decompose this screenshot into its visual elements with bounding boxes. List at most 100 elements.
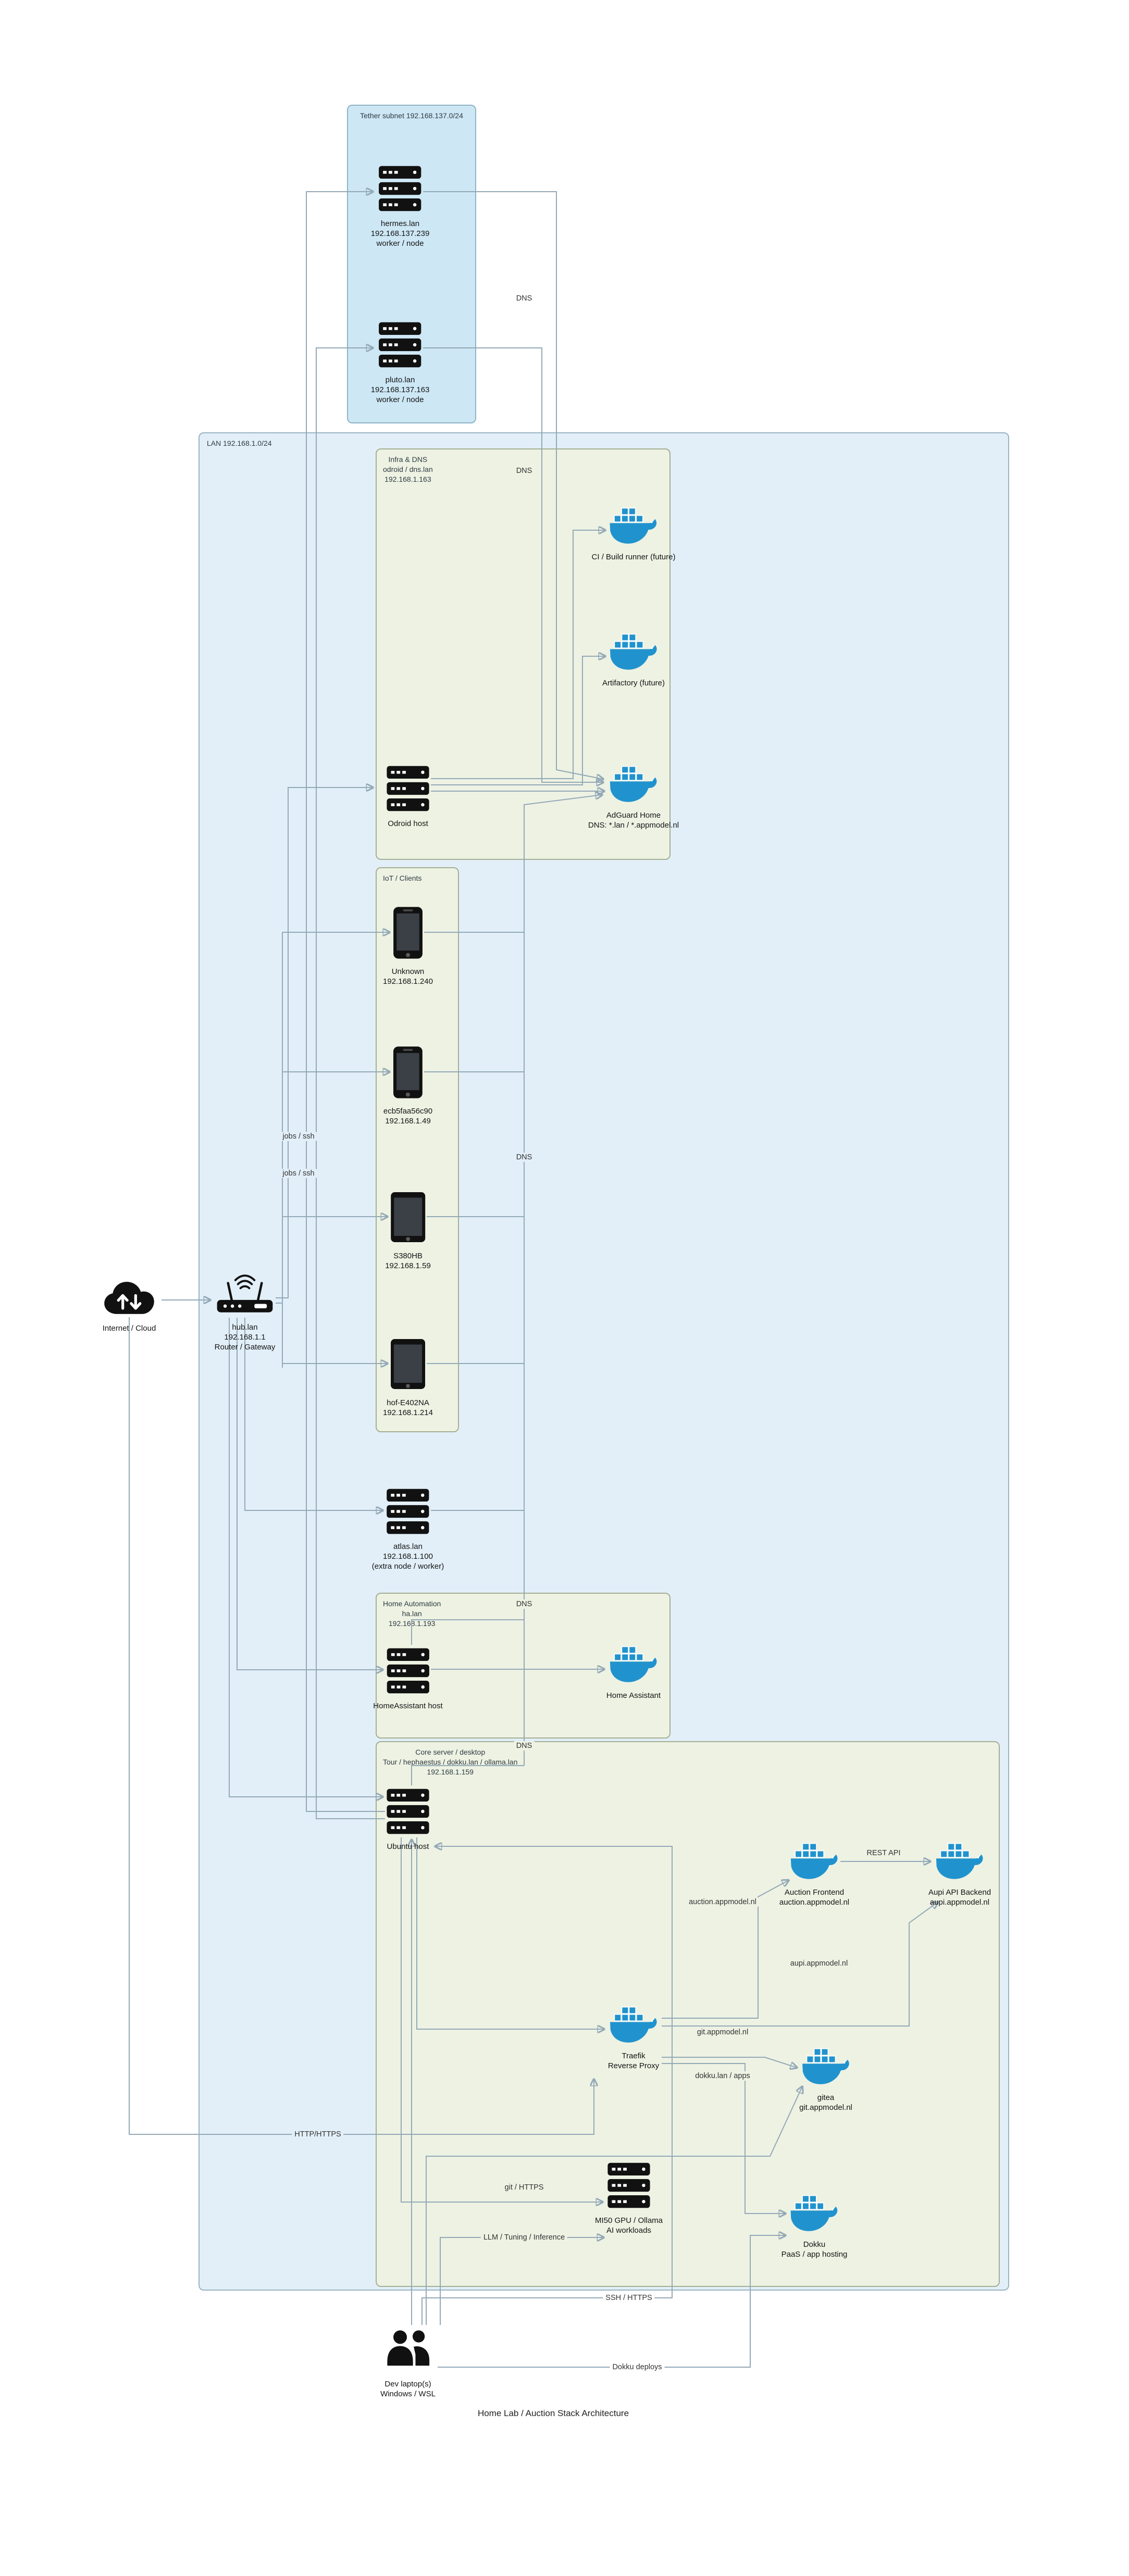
- docker-whale-icon: [800, 2047, 852, 2086]
- edge-label-dns-ha: DNS: [513, 1599, 535, 1609]
- cluster-label-line: 192.168.1.193: [388, 1619, 436, 1628]
- edge-label-git-domain: git.appmodel.nl: [694, 2028, 751, 2037]
- docker-whale-icon: [607, 765, 660, 804]
- cloud-icon: [100, 1279, 158, 1317]
- edge-label-rest-api: REST API: [864, 1848, 903, 1858]
- cluster-core-label: Core server / desktop Tour / hephaestus …: [383, 1747, 517, 1777]
- cluster-core-server: Core server / desktop Tour / hephaestus …: [376, 1741, 1000, 2287]
- edge-label-auction-domain: auction.appmodel.nl: [686, 1897, 759, 1907]
- node-label: Odroid host: [388, 819, 428, 828]
- tablet-icon: [389, 1190, 427, 1245]
- docker-whale-icon: [934, 1842, 986, 1881]
- node-label: HomeAssistant host: [373, 1702, 443, 1710]
- cluster-homeauto-label: Home Automation ha.lan 192.168.1.193: [383, 1599, 441, 1629]
- server-icon: [385, 1487, 431, 1535]
- server-icon: [606, 2161, 652, 2209]
- node-internet: Internet / Cloud: [100, 1279, 158, 1333]
- users-icon: [381, 2327, 435, 2373]
- edge-label-dns-core: DNS: [513, 1741, 535, 1750]
- edge-label-http-https: HTTP/HTTPS: [292, 2130, 344, 2139]
- cluster-label-line: 192.168.1.163: [384, 475, 431, 483]
- server-icon: [385, 765, 431, 812]
- phone-icon: [392, 905, 424, 960]
- node-ci-runner: CI / Build runner (future): [592, 506, 675, 562]
- cluster-label-line: Tour / hephaestus / dokku.lan / ollama.l…: [383, 1758, 518, 1766]
- edge-label-dns-tether: DNS: [513, 294, 535, 303]
- edge-label-dokku-apps: dokku.lan / apps: [692, 2071, 753, 2081]
- cluster-infra-label: Infra & DNS odroid / dns.lan 192.168.1.1…: [383, 455, 433, 484]
- node-odroid-host: Odroid host: [385, 765, 431, 829]
- cluster-label-line: IoT / Clients: [383, 874, 422, 882]
- diagram-title: Home Lab / Auction Stack Architecture: [477, 2408, 629, 2418]
- server-icon: [377, 165, 423, 212]
- server-icon: [385, 1787, 431, 1835]
- node-artifactory: Artifactory (future): [602, 632, 665, 688]
- cluster-iot-label: IoT / Clients: [383, 873, 421, 883]
- docker-whale-icon: [607, 1645, 660, 1684]
- node-homeassistant-host: HomeAssistant host: [373, 1647, 443, 1711]
- cluster-label-line: 192.168.1.159: [427, 1768, 474, 1776]
- cluster-tether-label: Tether subnet 192.168.137.0/24: [360, 111, 463, 120]
- node-label: Internet / Cloud: [102, 1324, 156, 1333]
- cluster-label-line: Core server / desktop: [415, 1748, 486, 1756]
- edge-label-dokku-deploys: Dokku deploys: [610, 2362, 665, 2372]
- node-dev-laptops: Dev laptop(s)Windows / WSL: [380, 2327, 436, 2399]
- edge-label-git-https: git / HTTPS: [502, 2183, 547, 2192]
- edge-label-dns-iot: DNS: [513, 1153, 535, 1162]
- node-ubuntu-host: Ubuntu host: [385, 1787, 431, 1852]
- edge-label-jobs-ssh-2: jobs / ssh: [280, 1169, 317, 1178]
- edge-label-dns-infra: DNS: [513, 466, 535, 476]
- cluster-label-line: Home Automation: [383, 1599, 441, 1608]
- phone-icon: [392, 1045, 424, 1100]
- server-icon: [385, 1647, 431, 1695]
- node-label: Ubuntu host: [387, 1842, 429, 1851]
- edge-label-llm: LLM / Tuning / Inference: [480, 2233, 568, 2242]
- cluster-lan-label: LAN 192.168.1.0/24: [207, 439, 272, 447]
- tablet-icon: [389, 1336, 427, 1392]
- node-label: Home Assistant: [606, 1691, 661, 1700]
- docker-whale-icon: [788, 2194, 840, 2233]
- cluster-label-line: ha.lan: [402, 1609, 422, 1618]
- cluster-label-line: Infra & DNS: [388, 455, 428, 464]
- cluster-label-line: odroid / dns.lan: [383, 465, 433, 473]
- docker-whale-icon: [607, 632, 660, 672]
- docker-whale-icon: [607, 506, 660, 546]
- node-home-assistant: Home Assistant: [606, 1645, 661, 1700]
- server-icon: [377, 321, 423, 369]
- node-label: Artifactory (future): [602, 679, 665, 687]
- docker-whale-icon: [607, 2005, 660, 2045]
- router-icon: [214, 1273, 276, 1316]
- node-label: Dev laptop(s)Windows / WSL: [380, 2380, 436, 2398]
